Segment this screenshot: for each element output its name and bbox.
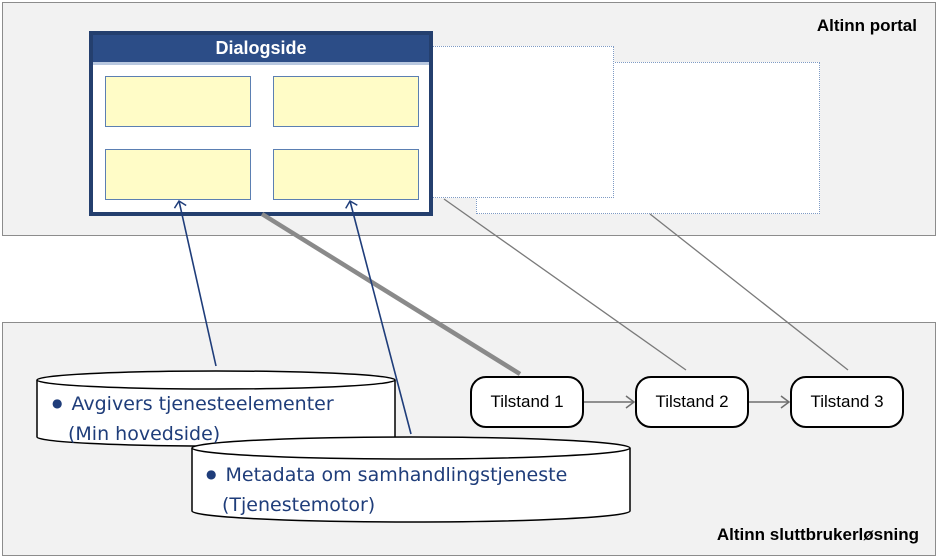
dialog-page-title: Dialogside [93, 35, 429, 65]
dialog-field [105, 76, 251, 127]
bullet-icon: ● [52, 396, 63, 410]
database-2-line2: (Tjenestemotor) [222, 494, 376, 516]
dialog-field [273, 76, 419, 127]
database-2-text: ● Metadata om samhandlingstjeneste (Tjene… [206, 459, 567, 520]
state-1-box: Tilstand 1 [470, 376, 584, 428]
database-1-text: ● Avgivers tjenesteelementer (Min hovedsi… [52, 388, 334, 449]
bullet-icon: ● [206, 467, 217, 481]
dialog-field [105, 149, 251, 200]
database-2-line1: Metadata om samhandlingstjeneste [225, 464, 568, 486]
state-2-box: Tilstand 2 [635, 376, 749, 428]
altinn-sluttbruker-label: Altinn sluttbrukerløsning [716, 525, 919, 544]
dialog-field [273, 149, 419, 200]
state-3-box: Tilstand 3 [790, 376, 904, 428]
altinn-portal-label: Altinn portal [816, 16, 917, 35]
dialog-page: Dialogside [89, 31, 433, 216]
database-1-line1: Avgivers tjenesteelementer [71, 393, 334, 415]
database-1-line2: (Min hovedside) [68, 423, 221, 445]
dialog-page-shadow-2 [432, 46, 614, 198]
